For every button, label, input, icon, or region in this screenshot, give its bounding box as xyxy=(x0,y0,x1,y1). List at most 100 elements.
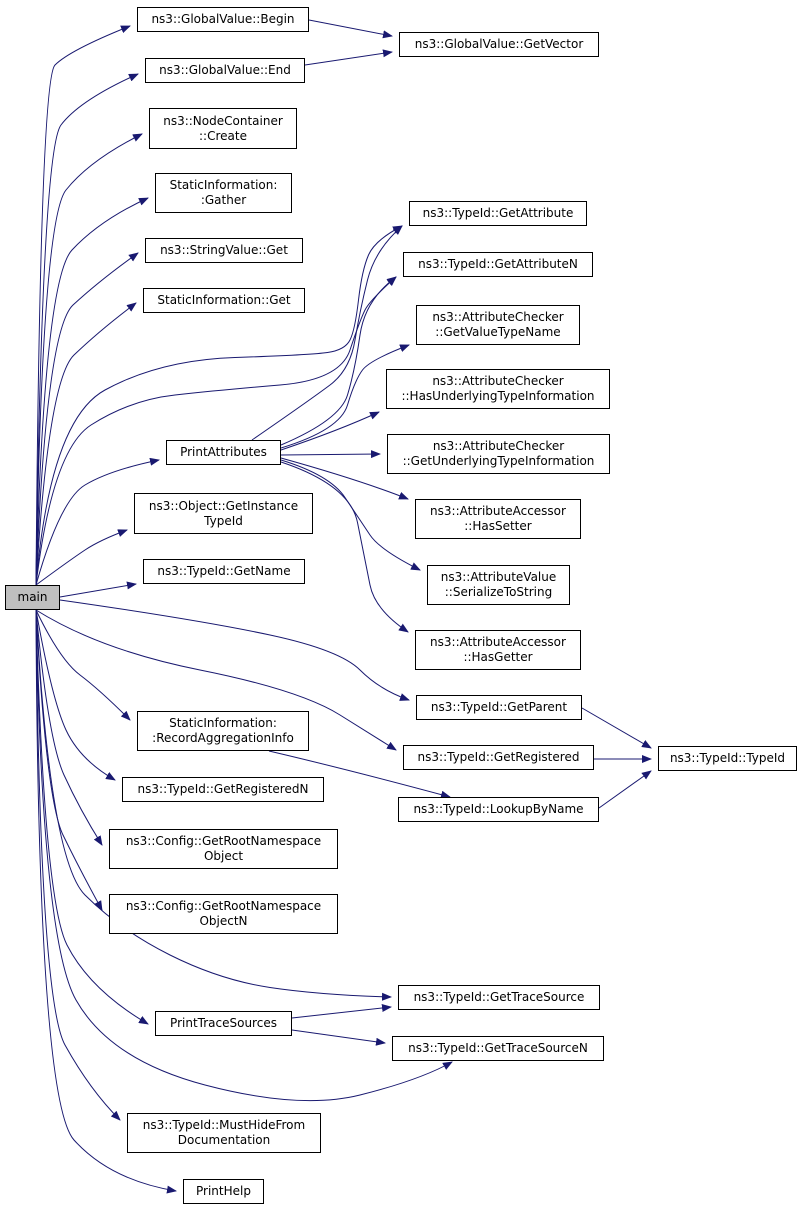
node-label-line: ns3::Config::GetRootNamespace xyxy=(125,834,322,848)
node-av-serialize[interactable]: ns3::AttributeValue::SerializeToString xyxy=(427,565,570,605)
node-tid-getregistered[interactable]: ns3::TypeId::GetRegistered xyxy=(403,745,594,770)
node-label-line: ns3::AttributeAccessor xyxy=(430,504,566,518)
node-print-tracesources[interactable]: PrintTraceSources xyxy=(155,1011,292,1036)
node-tid-getparent[interactable]: ns3::TypeId::GetParent xyxy=(416,695,582,720)
node-label-line: PrintTraceSources xyxy=(170,1016,277,1030)
edge-main-to-tid-gettracesourcen xyxy=(35,609,453,1102)
node-label-line: :RecordAggregationInfo xyxy=(152,731,294,745)
node-label-line: ns3::AttributeChecker xyxy=(432,374,564,388)
node-label-line: StaticInformation::Get xyxy=(157,293,291,307)
node-label-line: ::HasUnderlyingTypeInformation xyxy=(401,389,595,403)
edge-print-attributes-to-tid-getattribute xyxy=(251,225,403,441)
edge-layer xyxy=(35,19,652,1194)
node-label-line: ns3::GlobalValue::End xyxy=(159,63,291,77)
node-ac-hasunderlying[interactable]: ns3::AttributeChecker::HasUnderlyingType… xyxy=(386,369,610,409)
node-label-line: ns3::AttributeChecker xyxy=(432,310,564,324)
node-label-line: ::SerializeToString xyxy=(444,585,553,599)
edge-print-attributes-to-ac-getvaluetypename xyxy=(280,344,410,449)
node-aa-hassetter[interactable]: ns3::AttributeAccessor::HasSetter xyxy=(415,499,581,539)
node-label-line: ns3::TypeId::TypeId xyxy=(669,751,786,765)
node-label-line: ns3::AttributeValue xyxy=(440,570,557,584)
node-label-line: ::GetUnderlyingTypeInformation xyxy=(402,454,595,468)
node-label-line: main xyxy=(17,590,48,604)
node-label-line: ns3::TypeId::GetTraceSourceN xyxy=(408,1041,588,1055)
node-label-line: ns3::TypeId::MustHideFrom xyxy=(142,1118,306,1132)
node-tid-getname[interactable]: ns3::TypeId::GetName xyxy=(143,559,305,584)
node-sv-get[interactable]: ns3::StringValue::Get xyxy=(145,238,303,263)
node-label-line: Object xyxy=(203,849,244,863)
edge-main-to-sv-get xyxy=(35,252,139,586)
node-tid-lookupbyname[interactable]: ns3::TypeId::LookupByName xyxy=(398,797,599,822)
node-tid-gettracesourcen[interactable]: ns3::TypeId::GetTraceSourceN xyxy=(392,1036,604,1061)
node-label-line: ObjectN xyxy=(199,914,248,928)
node-gv-end[interactable]: ns3::GlobalValue::End xyxy=(145,58,305,83)
edge-print-attributes-to-ac-hasunderlying xyxy=(280,411,380,451)
node-label-line: ns3::Config::GetRootNamespace xyxy=(125,899,322,913)
edge-main-to-print-attributes xyxy=(35,457,160,586)
edge-tid-lookupbyname-to-tid-typeid xyxy=(598,770,652,809)
node-label-line: ns3::Object::GetInstance xyxy=(148,498,299,513)
node-gv-getvector[interactable]: ns3::GlobalValue::GetVector xyxy=(399,32,599,57)
node-label-line: ns3::TypeId::LookupByName xyxy=(413,802,584,816)
node-ac-getunderlying[interactable]: ns3::AttributeChecker::GetUnderlyingType… xyxy=(387,434,610,474)
edge-main-to-tid-getattributen xyxy=(35,276,397,586)
edge-main-to-si-recordagg xyxy=(35,609,131,721)
node-si-gather[interactable]: StaticInformation::Gather xyxy=(155,173,292,213)
node-main[interactable]: main xyxy=(5,585,60,610)
node-label-line: ns3::TypeId::GetTraceSource xyxy=(413,990,585,1004)
node-print-attributes[interactable]: PrintAttributes xyxy=(166,440,281,465)
node-label-line: ns3::AttributeAccessor xyxy=(430,635,566,649)
node-label-line: ns3::TypeId::GetName xyxy=(157,564,291,578)
node-label-line: ns3::TypeId::GetRegistered xyxy=(417,750,580,764)
node-label-line: ::Create xyxy=(199,128,247,143)
edge-si-recordagg-to-tid-lookupbyname xyxy=(268,750,451,799)
node-tid-typeid[interactable]: ns3::TypeId::TypeId xyxy=(658,746,797,771)
node-aa-hasgetter[interactable]: ns3::AttributeAccessor::HasGetter xyxy=(415,630,581,670)
node-label-line: PrintHelp xyxy=(196,1184,251,1198)
edge-print-attributes-to-aa-hasgetter xyxy=(280,461,409,633)
node-label-line: StaticInformation: xyxy=(169,716,277,730)
node-tid-getattributen[interactable]: ns3::TypeId::GetAttributeN xyxy=(403,252,593,277)
edge-main-to-tid-getregisteredn xyxy=(35,609,116,781)
node-nc-create[interactable]: ns3::NodeContainer::Create xyxy=(149,108,297,149)
edge-main-to-gv-begin xyxy=(35,25,131,586)
node-label-line: ::GetValueTypeName xyxy=(435,325,561,339)
edge-main-to-nc-create xyxy=(35,133,143,586)
edge-main-to-gv-end xyxy=(35,73,139,586)
node-label-line: ns3::StringValue::Get xyxy=(160,243,288,257)
edge-gv-end-to-gv-getvector xyxy=(304,49,393,66)
edge-print-attributes-to-av-serialize xyxy=(280,459,421,571)
edge-main-to-obj-getinstancetypeid xyxy=(35,529,128,586)
node-si-recordagg[interactable]: StaticInformation::RecordAggregationInfo xyxy=(137,711,309,751)
node-label-line: ns3::TypeId::GetAttribute xyxy=(422,206,574,220)
edge-print-tracesources-to-tid-gettracesourcen xyxy=(291,1029,386,1046)
node-ac-getvaluetypename[interactable]: ns3::AttributeChecker::GetValueTypeName xyxy=(416,305,580,345)
node-tid-getattribute[interactable]: ns3::TypeId::GetAttribute xyxy=(409,201,587,226)
node-gv-begin[interactable]: ns3::GlobalValue::Begin xyxy=(137,7,309,32)
edge-main-to-print-tracesources xyxy=(35,609,149,1025)
node-label-line: Documentation xyxy=(177,1133,271,1147)
edge-print-attributes-to-tid-getattributen xyxy=(280,276,397,446)
node-label-line: ns3::TypeId::GetAttributeN xyxy=(418,257,578,271)
edge-main-to-tid-getname xyxy=(59,581,137,598)
node-label-line: ns3::NodeContainer xyxy=(163,113,283,128)
node-si-get[interactable]: StaticInformation::Get xyxy=(143,288,305,313)
node-label-line: ns3::TypeId::GetParent xyxy=(430,700,568,714)
node-tid-getregisteredn[interactable]: ns3::TypeId::GetRegisteredN xyxy=(122,777,324,802)
node-label-line: ::HasGetter xyxy=(463,650,533,664)
node-label-line: TypeId xyxy=(204,513,243,528)
node-label-line: PrintAttributes xyxy=(180,445,267,459)
node-tid-gettracesource[interactable]: ns3::TypeId::GetTraceSource xyxy=(398,985,600,1010)
edge-main-to-si-gather xyxy=(35,197,149,586)
node-label-line: ::HasSetter xyxy=(464,519,532,533)
node-label-line: ns3::GlobalValue::Begin xyxy=(151,12,295,26)
edge-main-to-cfg-getrootns xyxy=(35,609,103,846)
edge-main-to-tid-gettracesource xyxy=(35,609,392,1001)
edge-tid-getparent-to-tid-typeid xyxy=(581,707,652,749)
node-print-help[interactable]: PrintHelp xyxy=(183,1179,264,1204)
edge-main-to-tid-musthide xyxy=(35,609,121,1121)
